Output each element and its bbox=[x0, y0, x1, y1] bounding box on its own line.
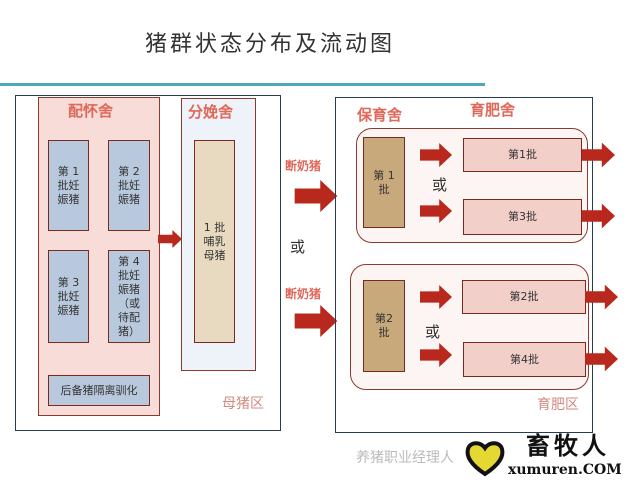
pen-batch-1: 第 1 批妊娠猪 bbox=[48, 140, 89, 231]
sow-area-label: 母猪区 bbox=[222, 396, 264, 412]
page-title: 猪群状态分布及流动图 bbox=[144, 32, 395, 57]
arrow-to-batch-2 bbox=[420, 285, 452, 309]
arrow-to-batch-4 bbox=[420, 343, 452, 367]
out-arrow-batch-1 bbox=[582, 142, 615, 168]
pen-batch-3: 第 3 批妊娠猪 bbox=[48, 250, 89, 343]
pen-batch-2: 第 2 批妊娠猪 bbox=[108, 140, 150, 231]
watermark-heart-logo bbox=[465, 441, 505, 477]
finishing-batch-3: 第3批 bbox=[463, 199, 582, 235]
weaned-pigs-label-1: 断奶猪 bbox=[285, 159, 322, 173]
nursery-pen-2: 第2 批 bbox=[363, 280, 405, 372]
arrow-to-batch-3 bbox=[420, 199, 452, 223]
title-divider bbox=[0, 83, 485, 86]
out-arrow-batch-3 bbox=[582, 203, 615, 229]
or-label: 或 bbox=[290, 238, 306, 256]
pen-batch-4: 第 4 批妊娠猪（或待配猪） bbox=[108, 250, 150, 343]
breeding-house-label: 配怀舍 bbox=[68, 102, 114, 120]
farrowing-house-label: 分娩舍 bbox=[188, 103, 234, 121]
finishing-area bbox=[335, 97, 593, 433]
finishing-batch-1: 第1批 bbox=[463, 138, 582, 172]
watermark-faded-text: 养猪职业经理人 bbox=[356, 450, 454, 466]
finishing-area-label: 育肥区 bbox=[537, 397, 579, 413]
out-arrow-batch-2 bbox=[585, 284, 618, 310]
nursery-label: 保育舍 bbox=[357, 106, 403, 124]
finishing-batch-4: 第4批 bbox=[463, 342, 586, 377]
or-label-group-2: 或 bbox=[425, 323, 441, 341]
nursery-pen-1: 第 1 批 bbox=[363, 137, 405, 228]
watermark-url: xumuren.COM bbox=[508, 462, 622, 478]
finishing-label: 育肥舍 bbox=[470, 101, 516, 119]
out-arrow-batch-4 bbox=[585, 346, 618, 372]
watermark-brand: 畜牧人 bbox=[526, 432, 610, 460]
or-label-group-1: 或 bbox=[432, 176, 448, 194]
arrow-to-farrowing bbox=[158, 230, 182, 248]
gilt-pen: 后备猪隔离驯化 bbox=[48, 375, 150, 406]
finishing-batch-2: 第2批 bbox=[462, 280, 586, 314]
weaned-pigs-label-2: 断奶猪 bbox=[285, 287, 322, 301]
lactating-sow-pen: 1 批哺乳母猪 bbox=[194, 140, 235, 343]
arrow-to-batch-1 bbox=[420, 143, 452, 167]
